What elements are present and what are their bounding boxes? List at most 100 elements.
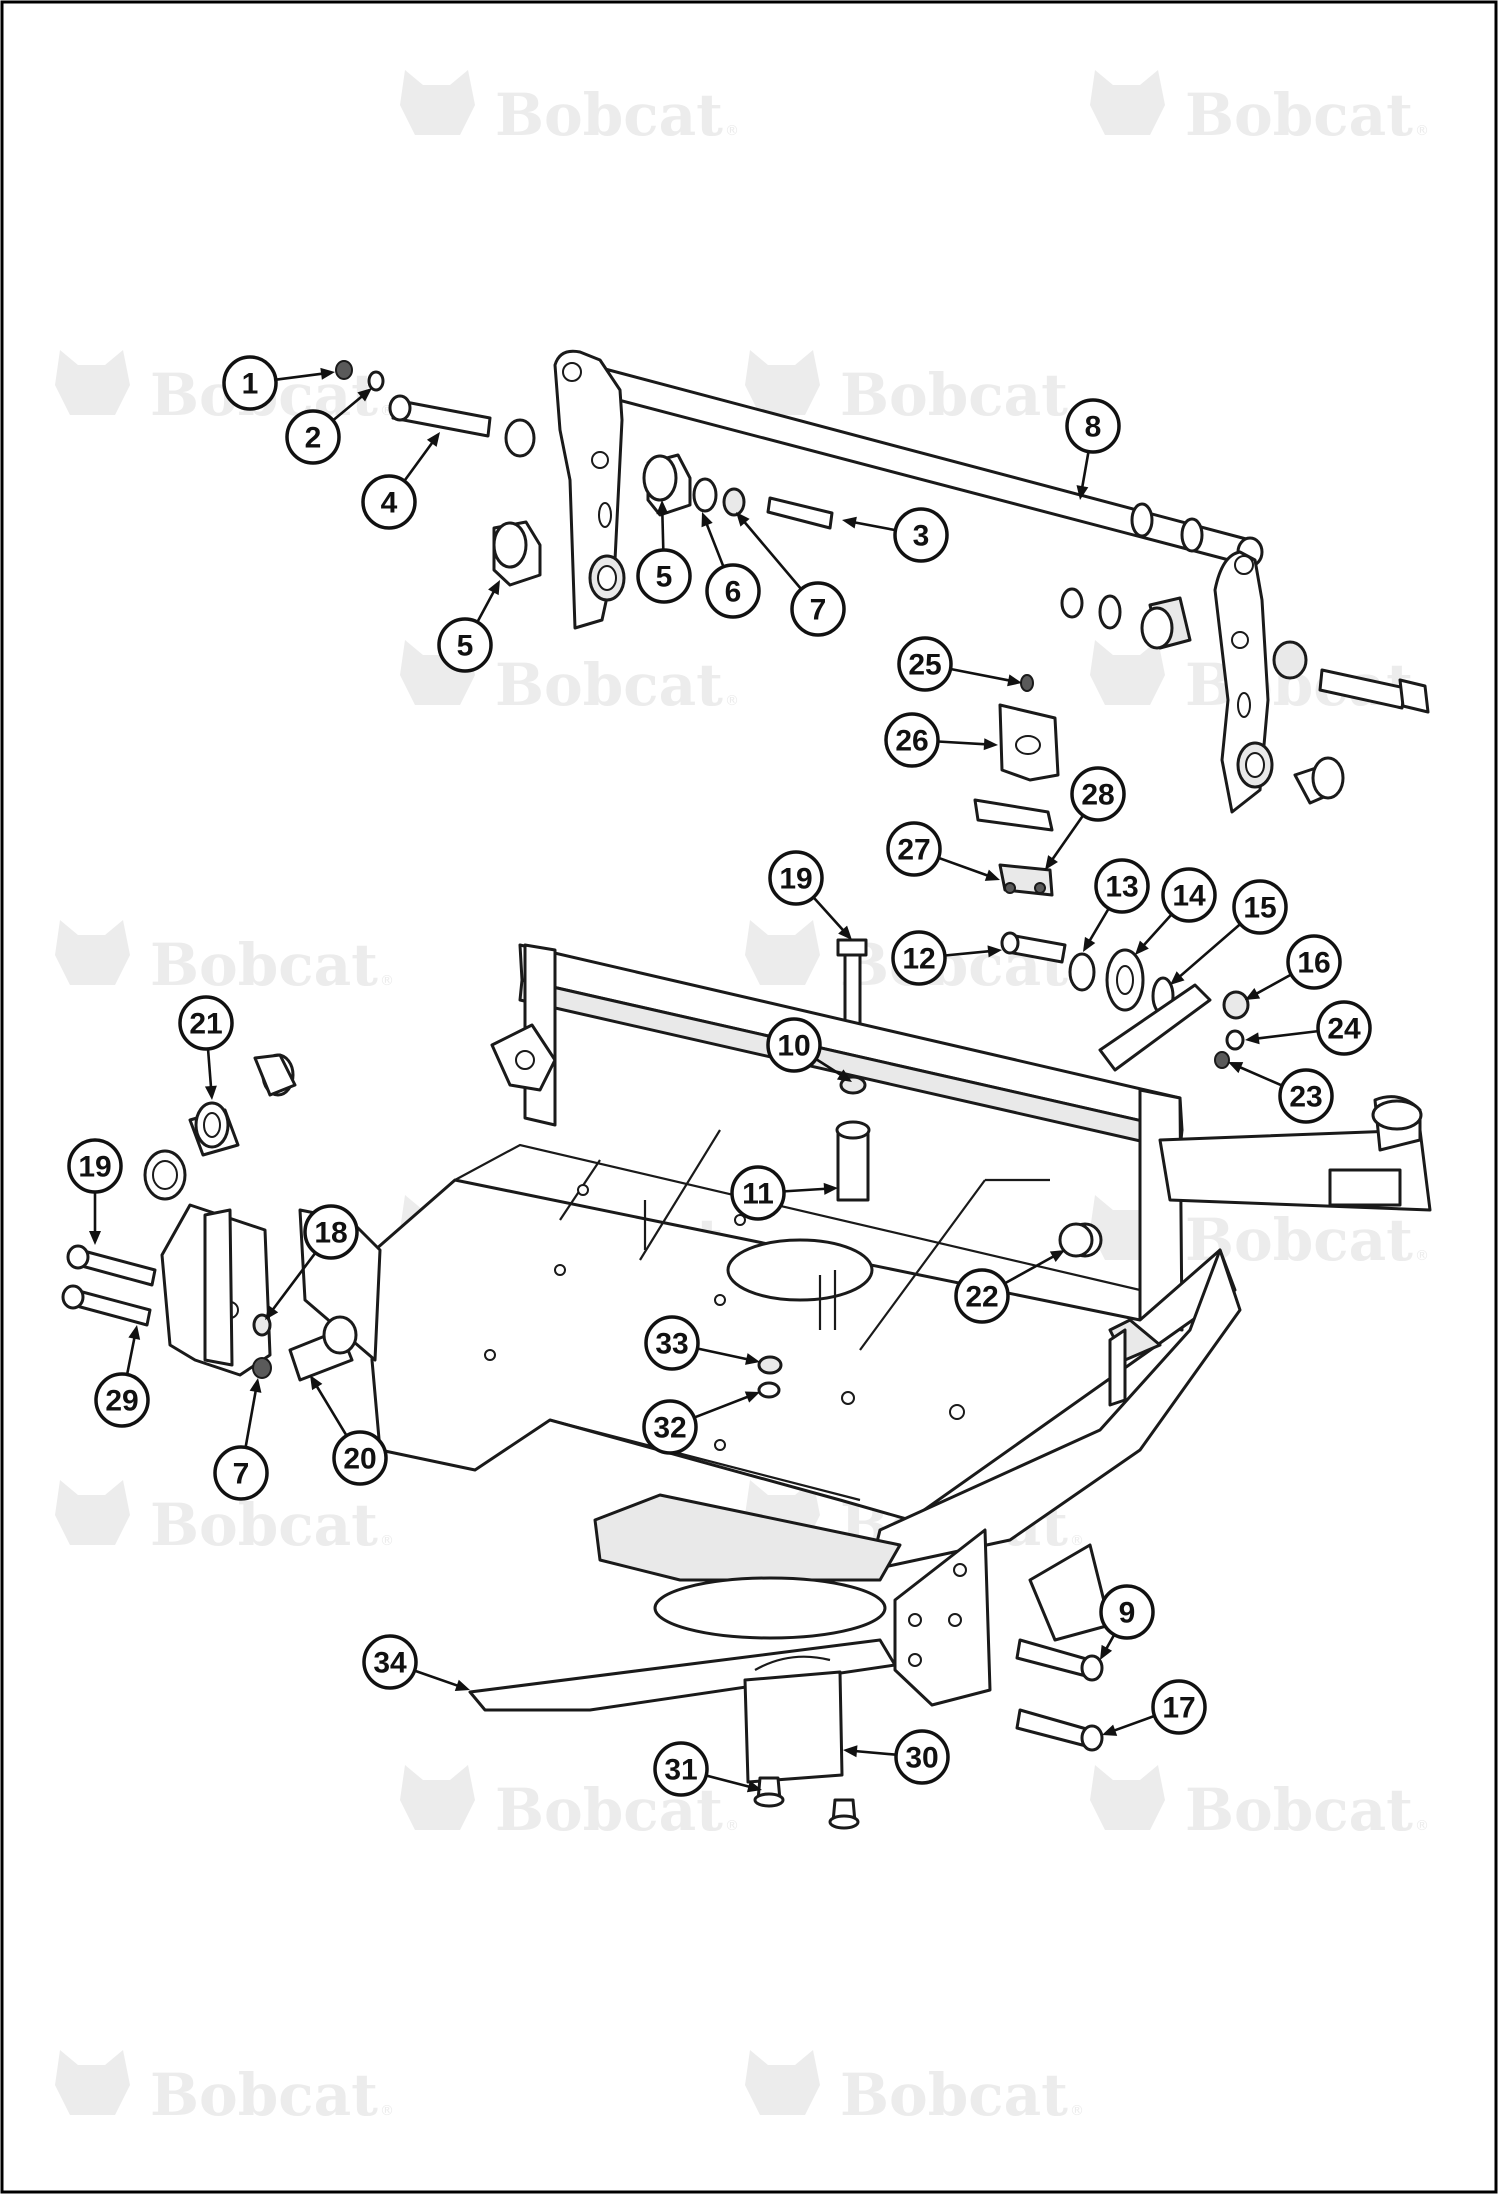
callout-number: 7 (810, 594, 827, 627)
callout-30: 30 (843, 1729, 950, 1785)
callout-circle (653, 1741, 709, 1797)
callout-number: 4 (381, 487, 398, 520)
callout-leader-line (476, 588, 497, 623)
callout-leader-line (950, 667, 1013, 683)
callout-number: 25 (908, 649, 941, 682)
callout-18: 18 (265, 1204, 359, 1320)
callout-arrowhead-icon (1100, 1644, 1113, 1660)
callout-number: 19 (78, 1151, 111, 1184)
callout-leader-line (697, 1347, 751, 1362)
bobcat-head-logo-icon (400, 70, 475, 135)
callout-5: 5 (437, 580, 500, 673)
callout-arrowhead-icon (128, 1325, 141, 1340)
upper-left-hardware (335, 360, 834, 587)
callout-2: 2 (285, 388, 372, 465)
callout-circle (954, 1268, 1010, 1324)
callout-arrowhead-icon (1228, 1062, 1244, 1074)
callout-circle (437, 617, 493, 673)
callout-leader-line (741, 518, 803, 590)
callout-number: 18 (314, 1217, 347, 1250)
callout-circle (897, 636, 953, 692)
bobcat-watermark: Bobcat® (1090, 70, 1429, 149)
callout-20: 20 (310, 1375, 388, 1486)
callout-circle (768, 850, 824, 906)
callout-leader-line (938, 856, 992, 878)
callout-21: 21 (178, 995, 234, 1100)
callout-circle (766, 1017, 822, 1073)
callout-arrowhead-icon (1007, 674, 1022, 687)
callout-arrowhead-icon (1102, 1724, 1118, 1736)
callout-number: 12 (902, 943, 935, 976)
callout-arrowhead-icon (454, 1679, 470, 1692)
callout-arrowhead-icon (736, 512, 750, 527)
callout-arrowhead-icon (745, 1353, 760, 1365)
callout-circle (178, 995, 234, 1051)
callout-14: 14 (1135, 867, 1217, 955)
callout-number: 32 (653, 1412, 686, 1445)
callout-leader-line (815, 1057, 845, 1078)
callout-33: 33 (644, 1315, 760, 1371)
callout-leader-line (1236, 1064, 1283, 1087)
callout-leader-line (1086, 907, 1110, 945)
watermark-registered-mark: ® (725, 693, 739, 709)
callout-leader-line (1049, 814, 1085, 863)
watermark-brand-text: Bobcat (840, 2061, 1068, 2129)
callout-number: 33 (655, 1328, 688, 1361)
callout-arrowhead-icon (1170, 971, 1185, 985)
callout-12: 12 (891, 930, 1002, 986)
callout-circle (891, 930, 947, 986)
callout-arrowhead-icon (204, 1085, 217, 1100)
callout-number: 24 (1327, 1013, 1361, 1046)
callout-7: 7 (736, 512, 846, 637)
watermark-layer: Bobcat®Bobcat®Bobcat®Bobcat®Bobcat®Bobca… (55, 70, 1429, 2129)
callout-number: 17 (1162, 1692, 1195, 1725)
callout-26: 26 (884, 712, 998, 768)
watermark-brand-text: Bobcat (840, 361, 1068, 429)
callout-leader-line (1253, 973, 1292, 997)
callout-circle (644, 1315, 700, 1371)
watermark-brand-text: Bobcat (1185, 1776, 1413, 1844)
bobcat-watermark: Bobcat® (55, 2050, 394, 2129)
callout-1: 1 (222, 355, 335, 411)
watermark-registered-mark: ® (725, 123, 739, 139)
callout-circle (1286, 934, 1342, 990)
callout-leader-line (244, 1387, 258, 1448)
callout-leader-line (1080, 451, 1090, 491)
bobcat-watermark: Bobcat® (55, 920, 394, 999)
callout-28: 28 (1045, 766, 1126, 870)
watermark-registered-mark: ® (380, 1533, 394, 1549)
callout-number: 19 (779, 863, 812, 896)
callout-circle (636, 548, 692, 604)
callout-circle (894, 1729, 950, 1785)
callout-circle (1099, 1584, 1155, 1640)
callout-arrowhead-icon (1135, 940, 1149, 955)
callout-number: 8 (1085, 411, 1102, 444)
callout-leader-line (403, 439, 436, 482)
callout-arrowhead-icon (987, 945, 1002, 958)
callout-24: 24 (1245, 1000, 1372, 1056)
callout-leader-line (206, 1048, 213, 1091)
callout-circle (1316, 1000, 1372, 1056)
callout-arrowhead-icon (984, 869, 1000, 881)
watermark-registered-mark: ® (1070, 2103, 1084, 2119)
latch-bracket (973, 674, 1060, 897)
callout-number: 34 (373, 1647, 407, 1680)
callout-circle (1070, 766, 1126, 822)
watermark-registered-mark: ® (1070, 1533, 1084, 1549)
callout-number: 16 (1297, 947, 1330, 980)
callout-leader-line (660, 509, 665, 551)
callout-arrowhead-icon (426, 432, 440, 447)
callout-number: 13 (1105, 871, 1138, 904)
callout-circle (790, 581, 846, 637)
callout-number: 29 (105, 1385, 138, 1418)
callout-15: 15 (1170, 879, 1288, 985)
callout-circle (1065, 398, 1121, 454)
bobcat-head-logo-icon (55, 2050, 130, 2115)
watermark-brand-text: Bobcat (1185, 81, 1413, 149)
callout-arrowhead-icon (843, 1745, 858, 1758)
callout-circle (285, 409, 341, 465)
callout-circle (362, 1634, 418, 1690)
callout-circle (332, 1430, 388, 1486)
